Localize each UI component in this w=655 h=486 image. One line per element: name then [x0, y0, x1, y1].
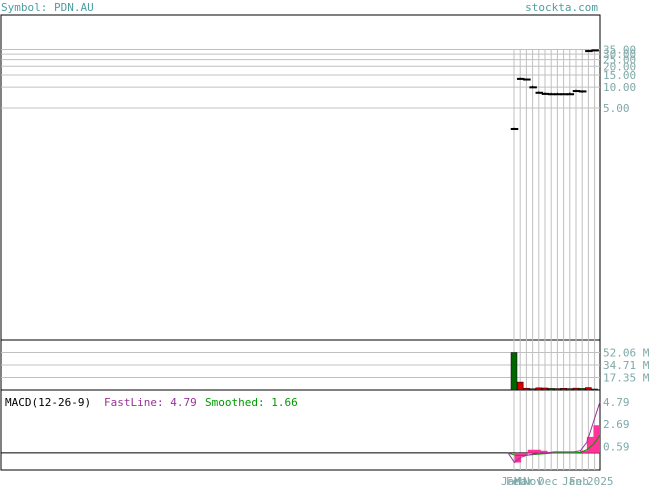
- volume-bar: [529, 388, 536, 391]
- volume-bar: [566, 388, 574, 391]
- volume-bar: [560, 388, 567, 391]
- price-tick-label: 5.00: [603, 102, 630, 115]
- macd-tick-label: 0.59: [603, 441, 630, 454]
- price-tick-label: 30.00: [603, 48, 636, 61]
- volume-bar: [510, 352, 518, 391]
- candle-body: [591, 49, 599, 52]
- price-candles: [510, 49, 599, 131]
- volume-bar: [516, 381, 524, 391]
- price-panel-frame: [0, 14, 601, 341]
- x-axis-label: Feb: [569, 475, 589, 486]
- macd-title: MACD(12-26-9): [5, 396, 91, 409]
- volume-bar: [591, 388, 598, 391]
- volume-bar: [541, 387, 549, 391]
- volume-axis-ticks: 52.06 M34.71 M17.35 M: [603, 346, 650, 384]
- x-axis-label: Nov: [523, 475, 543, 486]
- price-tick-label: 35.00: [603, 43, 636, 56]
- volume-bars: [510, 352, 598, 391]
- candle-body: [510, 128, 519, 131]
- volume-bar: [585, 387, 592, 391]
- volume-bar: [578, 388, 586, 391]
- candle-body: [523, 78, 531, 81]
- volume-bar: [535, 387, 543, 391]
- macd-smoothed-line: [507, 434, 601, 457]
- candle-body: [578, 90, 587, 93]
- x-axis-label: Jan: [562, 475, 582, 486]
- x-axis-label: Jan: [501, 475, 521, 486]
- volume-tick-label: 52.06 M: [603, 346, 650, 359]
- macd-axis-ticks: 4.79 2.69 0.59: [603, 396, 630, 454]
- macd-fast-line: [507, 401, 601, 464]
- price-tick-label: 20.00: [603, 60, 636, 73]
- volume-bar: [547, 388, 555, 391]
- volume-bar: [572, 387, 580, 391]
- macd-histogram: [508, 419, 600, 463]
- volume-bar: [554, 388, 561, 391]
- macd-smoothed-legend: Smoothed: 1.66: [205, 396, 298, 409]
- symbol-label: Symbol: PDN.AU: [1, 1, 94, 14]
- site-link[interactable]: stockta.com: [525, 1, 598, 14]
- macd-tick-label: 4.79: [603, 396, 630, 409]
- x-axis-label: 2025: [587, 475, 614, 486]
- x-axis-label: Feb: [506, 475, 526, 486]
- candle-body: [529, 86, 537, 89]
- volume-tick-label: 34.71 M: [603, 359, 650, 372]
- macd-fastline-legend: FastLine: 4.79: [104, 396, 197, 409]
- macd-tick-label: 2.69: [603, 418, 630, 431]
- volume-tick-label: 17.35 M: [603, 372, 650, 385]
- macd-lines: [507, 401, 601, 464]
- x-axis-label: Mar: [514, 475, 534, 486]
- price-tick-label: 25.00: [603, 54, 636, 67]
- price-tick-label: 15.00: [603, 69, 636, 82]
- volume-bar: [523, 387, 530, 391]
- price-tick-label: 10.00: [603, 81, 636, 94]
- grid-lines: [1, 48, 600, 470]
- candle-body: [566, 93, 575, 96]
- x-axis-label: Dec: [538, 475, 558, 486]
- candle-body: [535, 91, 544, 94]
